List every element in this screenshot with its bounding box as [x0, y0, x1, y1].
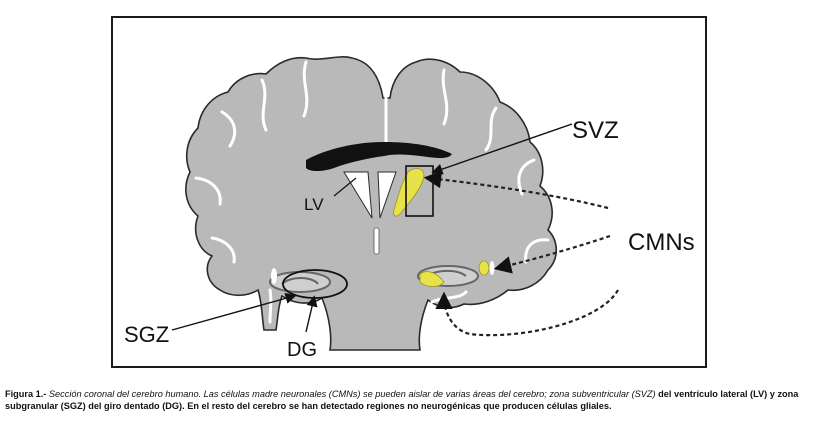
label-svz: SVZ [572, 117, 619, 144]
septal-wedge-right [377, 171, 397, 219]
caption-figure-label: Figura 1.- [5, 389, 47, 399]
label-sgz: SGZ [124, 322, 169, 347]
svz-arrow [431, 123, 573, 175]
label-cmns: CMNs [628, 229, 695, 256]
cmns-arrow-dentate [435, 289, 619, 337]
lv-arrow [333, 177, 357, 197]
dg-arrow [305, 295, 318, 333]
caption-bold-text: del ventrículo lateral (LV) y zona subgr… [5, 389, 799, 411]
sgz-arrow [171, 292, 297, 331]
brain-diagram: SVZ CMNs LV SGZ DG [124, 56, 695, 361]
third-ventricle [373, 227, 380, 255]
label-lv: LV [304, 195, 324, 214]
hippocampus-right [417, 260, 495, 287]
label-dg: DG [287, 339, 317, 361]
svz-box [405, 165, 434, 217]
svz-highlight [393, 168, 425, 217]
cmns-arrow-hippocampus [493, 234, 611, 274]
figure-caption: Figura 1.- Sección coronal del cerebro h… [5, 388, 817, 412]
hippocampus-left [269, 268, 331, 293]
lateral-ventricle-arch [306, 142, 452, 171]
caption-italic-text: Sección coronal del cerebro humano. Las … [46, 389, 656, 399]
septal-wedge-left [343, 171, 373, 219]
cortical-sulci [194, 60, 550, 324]
cmns-arrow-svz [423, 170, 609, 210]
